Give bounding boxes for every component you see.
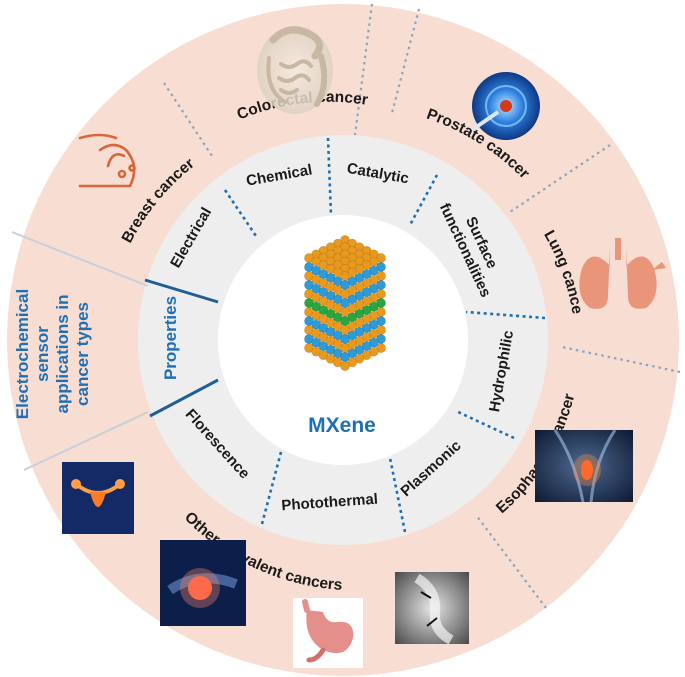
divider-line: [223, 189, 258, 237]
inner-dividers: [223, 137, 546, 533]
divider-line: [149, 378, 219, 418]
cervical-icon: [62, 462, 134, 534]
stomach-icon: [293, 598, 363, 668]
divider-line: [408, 174, 439, 226]
atom: [340, 361, 350, 371]
pancreas-icon: [160, 540, 246, 626]
breast-icon: [78, 133, 136, 188]
divider-line: [353, 3, 374, 136]
divider-line: [509, 144, 611, 213]
esophagus-xray-icon: [535, 429, 633, 503]
mxene-cube-icon: [304, 235, 386, 371]
side-label-line: cancer types: [73, 302, 92, 406]
divider-line: [23, 411, 149, 471]
bone-xray-icon: [395, 572, 469, 645]
center-label: MXene: [308, 414, 376, 437]
side-label-line: Electrochemical: [13, 289, 32, 419]
divider-line: [144, 278, 219, 304]
divider-line: [561, 345, 681, 374]
divider-line: [390, 8, 421, 114]
property-photothermal: Photothermal: [281, 491, 379, 515]
divider-line: [11, 231, 149, 287]
divider-line: [163, 82, 213, 157]
intestine-icon: [257, 26, 333, 114]
properties-label: Properties: [161, 296, 180, 380]
side-label-line: sensor: [33, 326, 52, 382]
prostate-scan-icon: [470, 72, 540, 140]
divider-line: [465, 310, 546, 320]
properties-ticks: [144, 278, 219, 418]
side-dividers: [11, 231, 149, 471]
outer-dividers: [163, 3, 681, 609]
side-label: Electrochemical sensor applications in c…: [13, 289, 92, 419]
divider-line: [455, 409, 515, 440]
side-label-line: applications in: [53, 294, 72, 413]
lungs-icon: [579, 238, 666, 309]
